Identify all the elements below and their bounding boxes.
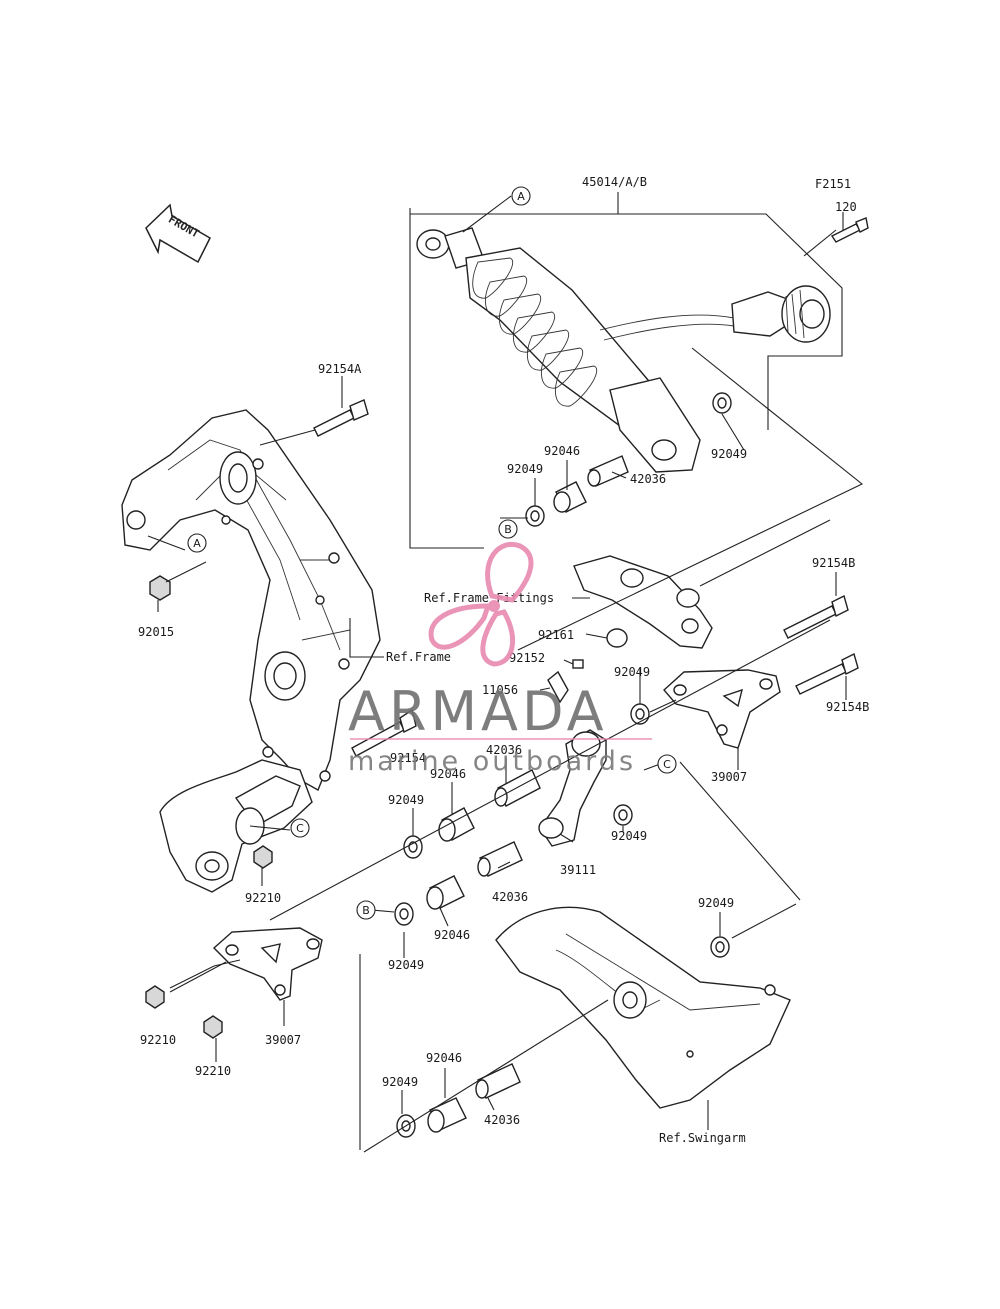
- watermark-tagline: marine outboards: [348, 746, 636, 777]
- propeller-logo-icon: [428, 541, 534, 667]
- label-39007-right: 39007: [711, 770, 747, 784]
- label-11056: 11056: [482, 683, 518, 697]
- label-39007-left: 39007: [265, 1033, 301, 1047]
- bushing-parts-drawing: [394, 392, 732, 1138]
- ref-swingarm-label: Ref.Swingarm: [659, 1131, 746, 1145]
- label-42036-top: 42036: [630, 472, 666, 486]
- label-92046-top: 92046: [544, 444, 580, 458]
- nut-92210-b-drawing: [145, 985, 165, 1009]
- watermark: ARMADA marine outboards: [348, 541, 652, 777]
- label-92154B-side: 92154B: [826, 700, 869, 714]
- label-92049-top-right: 92049: [711, 447, 747, 461]
- part-labels: 45014/A/B 120 92154A 92015 92154B 92154B…: [138, 175, 869, 1127]
- marker-b-top: B: [504, 523, 512, 536]
- label-45014: 45014/A/B: [582, 175, 647, 189]
- diagram-code: F2151: [815, 177, 851, 191]
- label-92154A: 92154A: [318, 362, 362, 376]
- label-92049-top-left: 92049: [507, 462, 543, 476]
- bolt-92154B-upper-drawing: [783, 594, 849, 639]
- front-arrow-icon: FRONT: [145, 203, 211, 264]
- clamp-92152-drawing: [572, 659, 584, 669]
- label-42036-bottom: 42036: [484, 1113, 520, 1127]
- shock-absorber-drawing: [416, 227, 831, 473]
- link-39111-drawing: [538, 729, 607, 847]
- label-92161: 92161: [538, 628, 574, 642]
- nut-92210-c-drawing: [203, 1015, 223, 1039]
- marker-a-frame: A: [193, 537, 201, 550]
- ref-frame-label: Ref.Frame: [386, 650, 451, 664]
- swingarm-drawing: [495, 906, 791, 1109]
- nut-92210-a-drawing: [253, 845, 273, 869]
- plate-39007-right-drawing: [663, 669, 781, 749]
- label-39111: 39111: [560, 863, 596, 877]
- marker-c-right: C: [663, 758, 671, 771]
- bolt-92154B-lower-drawing: [795, 652, 859, 695]
- label-92049-bottom: 92049: [382, 1075, 418, 1089]
- circle-markers: A A B B C C: [187, 186, 677, 920]
- collar-92161-drawing: [606, 628, 628, 648]
- label-92046-lower: 92046: [434, 928, 470, 942]
- label-92049-mid-left: 92049: [388, 793, 424, 807]
- ref-frame-fittings-label: Ref.Frame Fittings: [424, 591, 554, 605]
- marker-c-left: C: [296, 822, 304, 835]
- label-92210-a: 92210: [245, 891, 281, 905]
- nut-92015-drawing: [149, 575, 171, 601]
- label-92049-mid-lower: 92049: [611, 829, 647, 843]
- label-92210-c: 92210: [195, 1064, 231, 1078]
- label-92049-mid-right: 92049: [614, 665, 650, 679]
- label-42036-mid: 42036: [486, 743, 522, 757]
- plate-39007-left-drawing: [212, 927, 323, 1001]
- frame-fittings-drawing: [573, 555, 713, 649]
- bolt-120-drawing: [830, 217, 869, 243]
- leader-lines: [147, 192, 864, 1153]
- label-92154B-top: 92154B: [812, 556, 855, 570]
- label-92154: 92154: [390, 751, 426, 765]
- lower-left-bracket-drawing: [159, 759, 313, 893]
- label-92210-b: 92210: [140, 1033, 176, 1047]
- label-92049-swingarm: 92049: [698, 896, 734, 910]
- label-92046-bottom: 92046: [426, 1051, 462, 1065]
- label-92152: 92152: [509, 651, 545, 665]
- clamp-11056-drawing: [547, 670, 569, 704]
- label-92046-mid: 92046: [430, 767, 466, 781]
- label-92049-lower: 92049: [388, 958, 424, 972]
- label-120: 120: [835, 200, 857, 214]
- watermark-brand: ARMADA: [348, 680, 608, 743]
- label-92015: 92015: [138, 625, 174, 639]
- label-42036-lower: 42036: [492, 890, 528, 904]
- bolt-92154A-drawing: [313, 399, 369, 437]
- marker-b-mid: B: [362, 904, 370, 917]
- marker-a-top: A: [517, 190, 525, 203]
